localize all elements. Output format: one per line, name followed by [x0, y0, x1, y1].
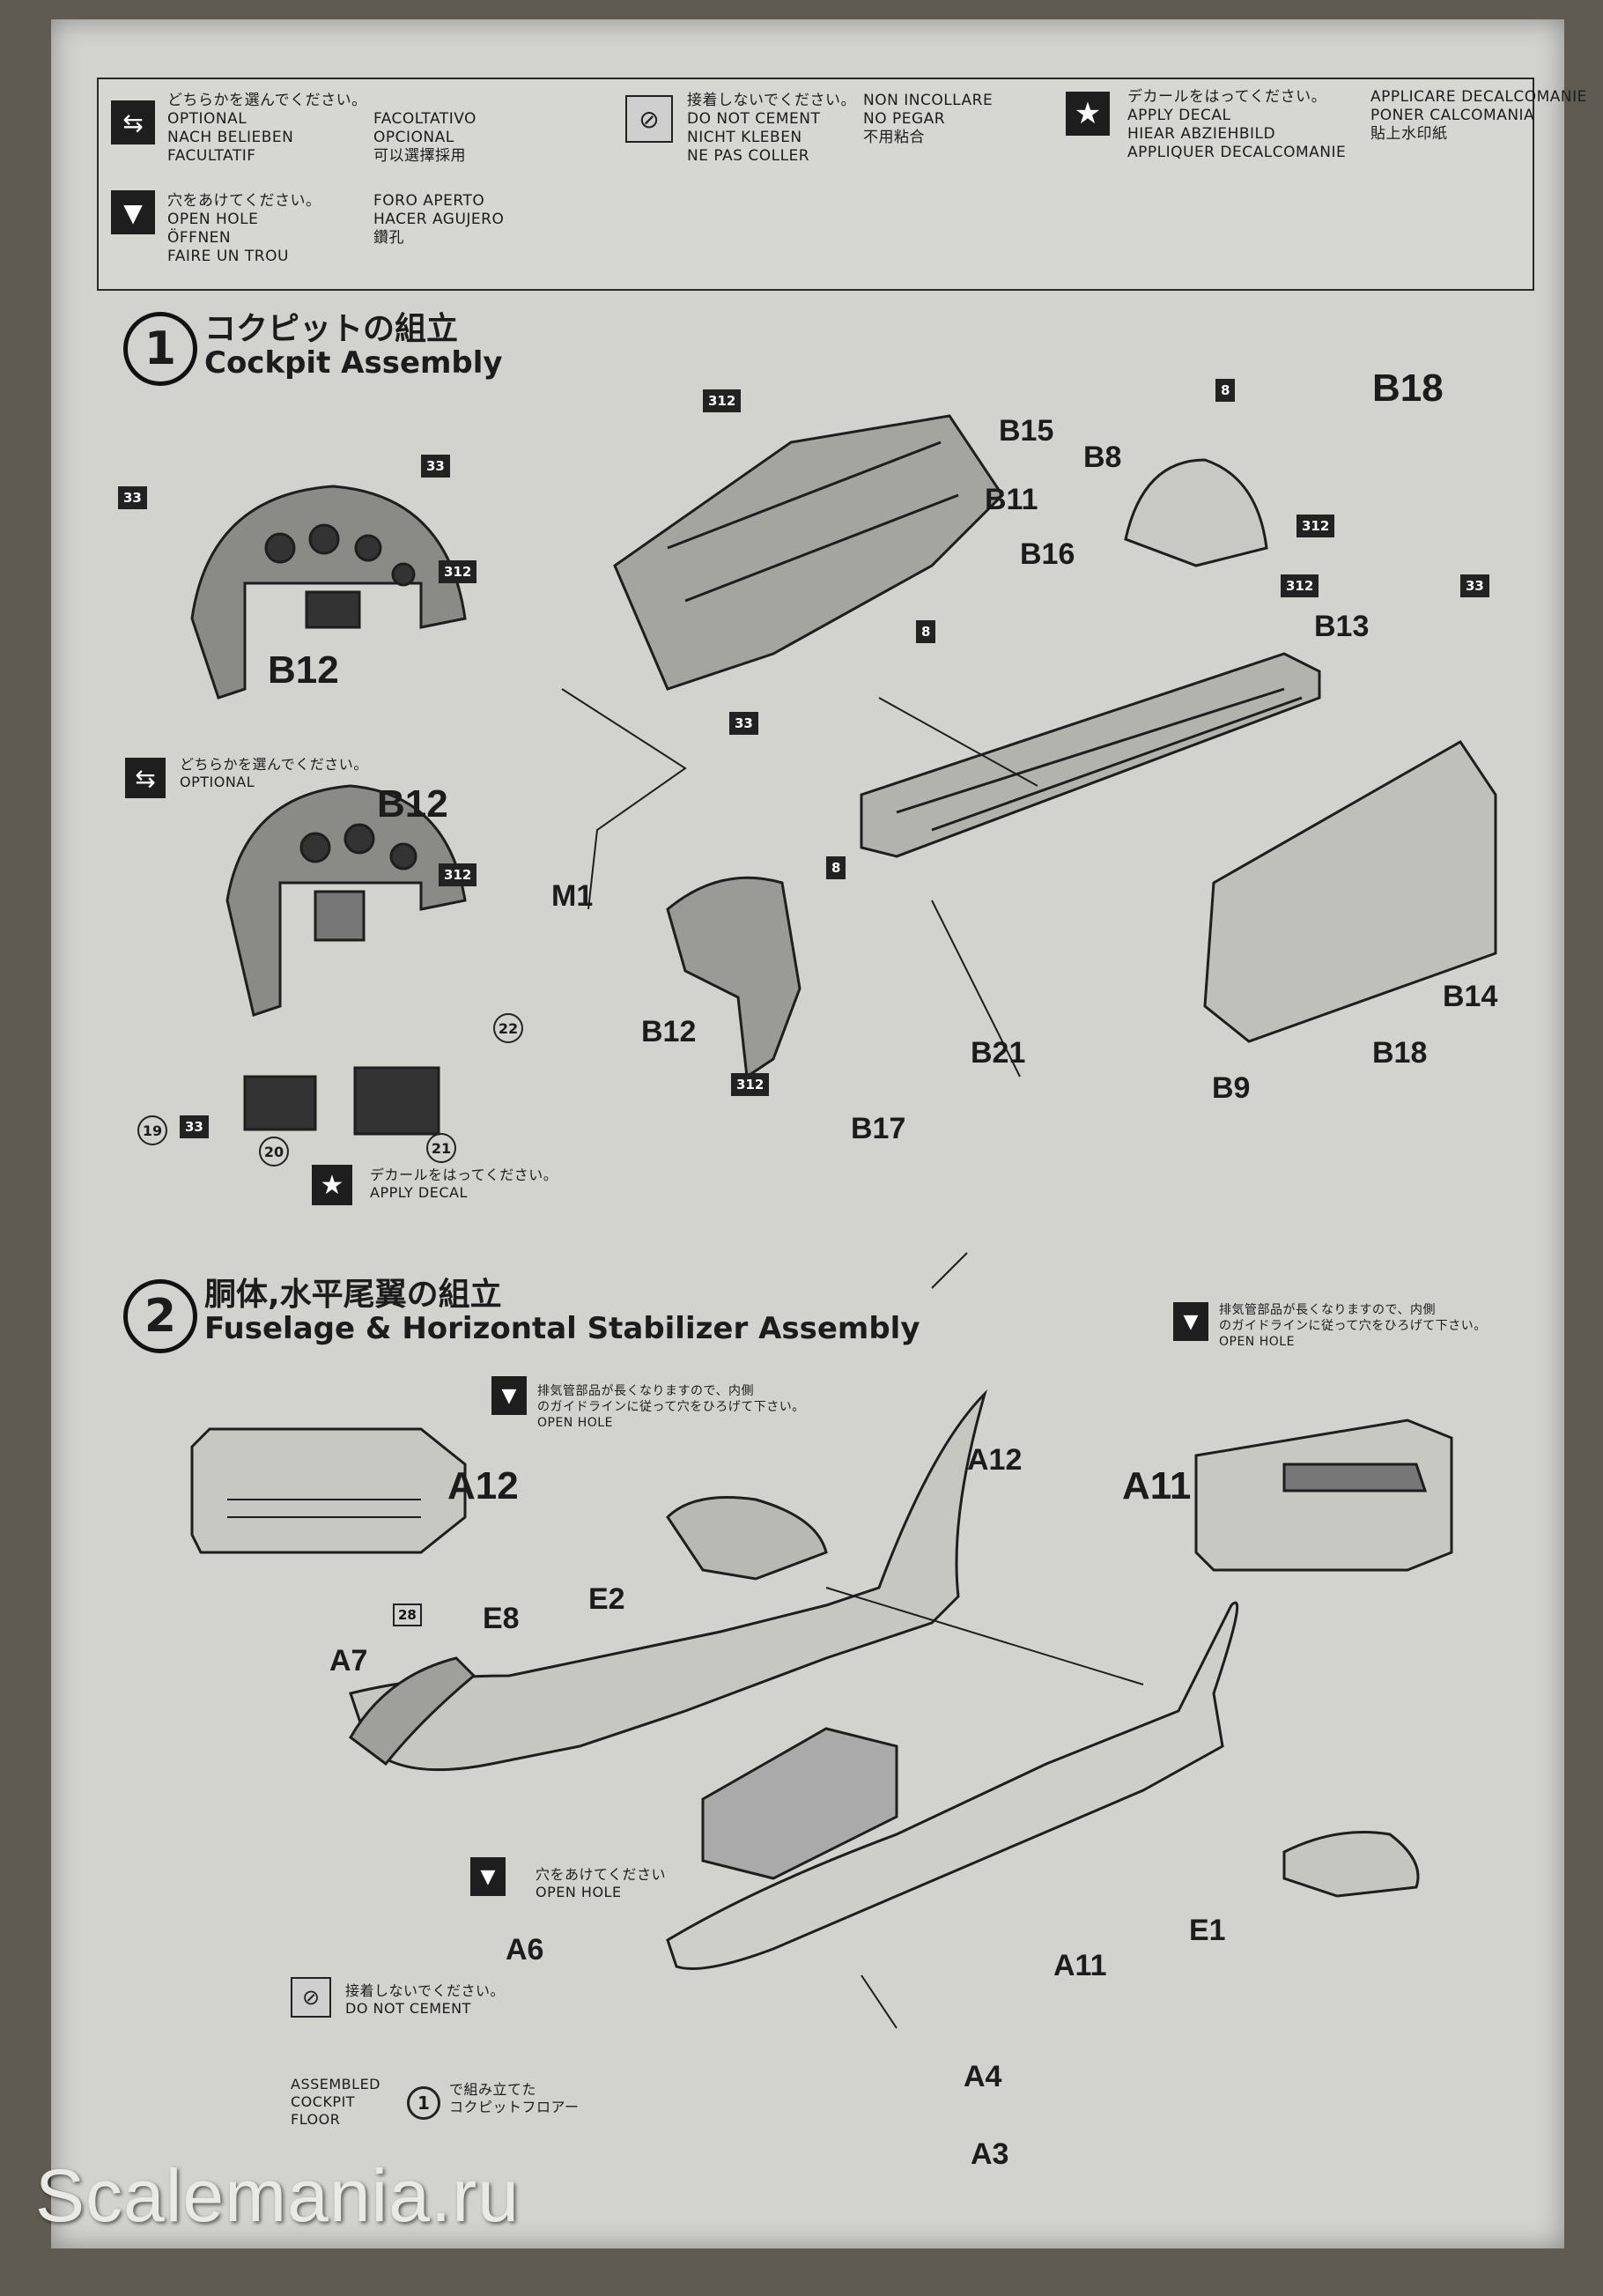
part-label: A7 [329, 1644, 368, 1678]
no-cement-icon: ⊘ [291, 1977, 331, 2018]
step-2-number: 2 [123, 1279, 197, 1353]
part-label: B14 [1443, 980, 1498, 1013]
part-label: A11 [1122, 1464, 1192, 1507]
decal-number: 20 [259, 1137, 289, 1167]
legend-open-hole-right: FORO APERTO HACER AGUJERO 鑽孔 [373, 192, 505, 247]
paint-color-badge: 312 [731, 1073, 770, 1096]
legend-apply-decal-right: APPLICARE DECALCOMANIE PONER CALCOMANIA … [1370, 88, 1587, 143]
part-label: B12 [641, 1015, 697, 1048]
decal-number: 22 [493, 1013, 523, 1043]
legend-optional: どちらかを選んでください。 OPTIONAL NACH BELIEBEN FAC… [167, 92, 367, 165]
paint-color-badge: 33 [421, 455, 450, 478]
decal-number: 21 [426, 1133, 456, 1163]
paint-color-badge: 33 [118, 486, 147, 509]
legend-apply-decal: デカールをはってください。 APPLY DECAL HIEAR ABZIEHBI… [1127, 88, 1347, 161]
paint-color-badge: 312 [1281, 574, 1319, 597]
paint-color-badge: 33 [180, 1115, 209, 1138]
part-label: A12 [967, 1443, 1023, 1477]
step-1-title-jp: コクピットの組立 [204, 311, 459, 347]
part-label: B11 [985, 483, 1038, 516]
assembled-floor-jp: で組み立てた コクピットフロアー [449, 2081, 580, 2115]
assembly-line-drawings [190, 414, 1497, 2029]
paint-color-badge: 33 [1460, 574, 1489, 597]
drill-icon: ▼ [1173, 1302, 1208, 1341]
paint-color-badge: 312 [439, 560, 477, 583]
paint-color-badge: 28 [393, 1603, 422, 1626]
decal-star-icon: ★ [312, 1165, 352, 1205]
paint-color-badge: 8 [916, 620, 936, 643]
part-label: M1 [551, 879, 594, 913]
part-label: A3 [971, 2137, 1009, 2171]
part-label: B12 [268, 648, 339, 692]
part-label: A11 [1053, 1949, 1107, 1982]
drill-icon: ▼ [111, 190, 155, 234]
part-label: E2 [588, 1582, 625, 1616]
paint-color-badge: 8 [1215, 379, 1236, 402]
paint-color-badge: 312 [439, 863, 477, 886]
open-hole-note-right: 排気管部品が長くなりますので、内側 のガイドラインに従って穴をひろげて下さい。 … [1219, 1303, 1487, 1349]
step-1-title-en: Cockpit Assembly [204, 345, 503, 381]
part-label: B18 [1372, 1036, 1428, 1070]
step-1-number: 1 [123, 312, 197, 386]
part-label: B13 [1314, 610, 1370, 643]
part-label: B17 [851, 1112, 906, 1145]
part-label: A6 [506, 1933, 544, 1966]
watermark: Scalemania.ru [35, 2154, 520, 2237]
legend-optional-right: FACOLTATIVO OPCIONAL 可以選擇採用 [373, 110, 476, 165]
part-label: B18 [1372, 367, 1444, 410]
apply-decal-note: デカールをはってください。 APPLY DECAL [370, 1167, 558, 1201]
drill-icon: ▼ [470, 1857, 506, 1896]
assembled-floor-label: ASSEMBLED COCKPIT FLOOR [291, 2076, 380, 2128]
part-label: B16 [1020, 537, 1075, 571]
part-label: B21 [971, 1036, 1026, 1070]
decal-star-icon: ★ [1066, 92, 1110, 136]
part-label: B9 [1212, 1071, 1251, 1105]
instruction-sheet: ⇆ どちらかを選んでください。 OPTIONAL NACH BELIEBEN F… [51, 19, 1586, 2248]
part-label: B12 [377, 782, 448, 826]
decal-number: 19 [137, 1115, 167, 1145]
paint-color-badge: 33 [729, 712, 758, 735]
optional-note: どちらかを選んでください。 OPTIONAL [180, 756, 368, 790]
legend-do-not-cement-right: NON INCOLLARE NO PEGAR 不用粘合 [863, 92, 994, 146]
symbol-legend: ⇆ どちらかを選んでください。 OPTIONAL NACH BELIEBEN F… [97, 78, 1586, 291]
step-reference-number: 1 [407, 2086, 440, 2120]
open-hole-note-middle: 穴をあけてください OPEN HOLE [536, 1866, 667, 1900]
drill-icon: ▼ [491, 1376, 527, 1415]
part-label: A4 [964, 2060, 1002, 2093]
do-not-cement-note: 接着しないでください。 DO NOT CEMENT [345, 1982, 506, 2017]
optional-arrows-icon: ⇆ [111, 100, 155, 144]
legend-do-not-cement: 接着しないでください。 DO NOT CEMENT NICHT KLEBEN N… [687, 92, 856, 165]
part-label: E8 [483, 1602, 520, 1635]
open-hole-note-left: 排気管部品が長くなりますので、内側 のガイドラインに従って穴をひろげて下さい。 … [537, 1384, 805, 1430]
part-label: E1 [1189, 1914, 1226, 1947]
step-2-title-en: Fuselage & Horizontal Stabilizer Assembl… [204, 1311, 920, 1346]
step-2-title-jp: 胴体,水平尾翼の組立 [204, 1277, 502, 1313]
optional-arrows-icon: ⇆ [125, 758, 166, 798]
legend-open-hole: 穴をあけてください。 OPEN HOLE ÖFFNEN FAIRE UN TRO… [167, 192, 321, 265]
part-label: B8 [1083, 441, 1122, 474]
part-label: B15 [999, 414, 1054, 448]
paint-color-badge: 312 [703, 389, 742, 412]
part-label: A12 [447, 1464, 519, 1507]
no-cement-icon: ⊘ [625, 95, 673, 143]
paint-color-badge: 312 [1296, 515, 1335, 537]
paint-color-badge: 8 [826, 856, 846, 879]
